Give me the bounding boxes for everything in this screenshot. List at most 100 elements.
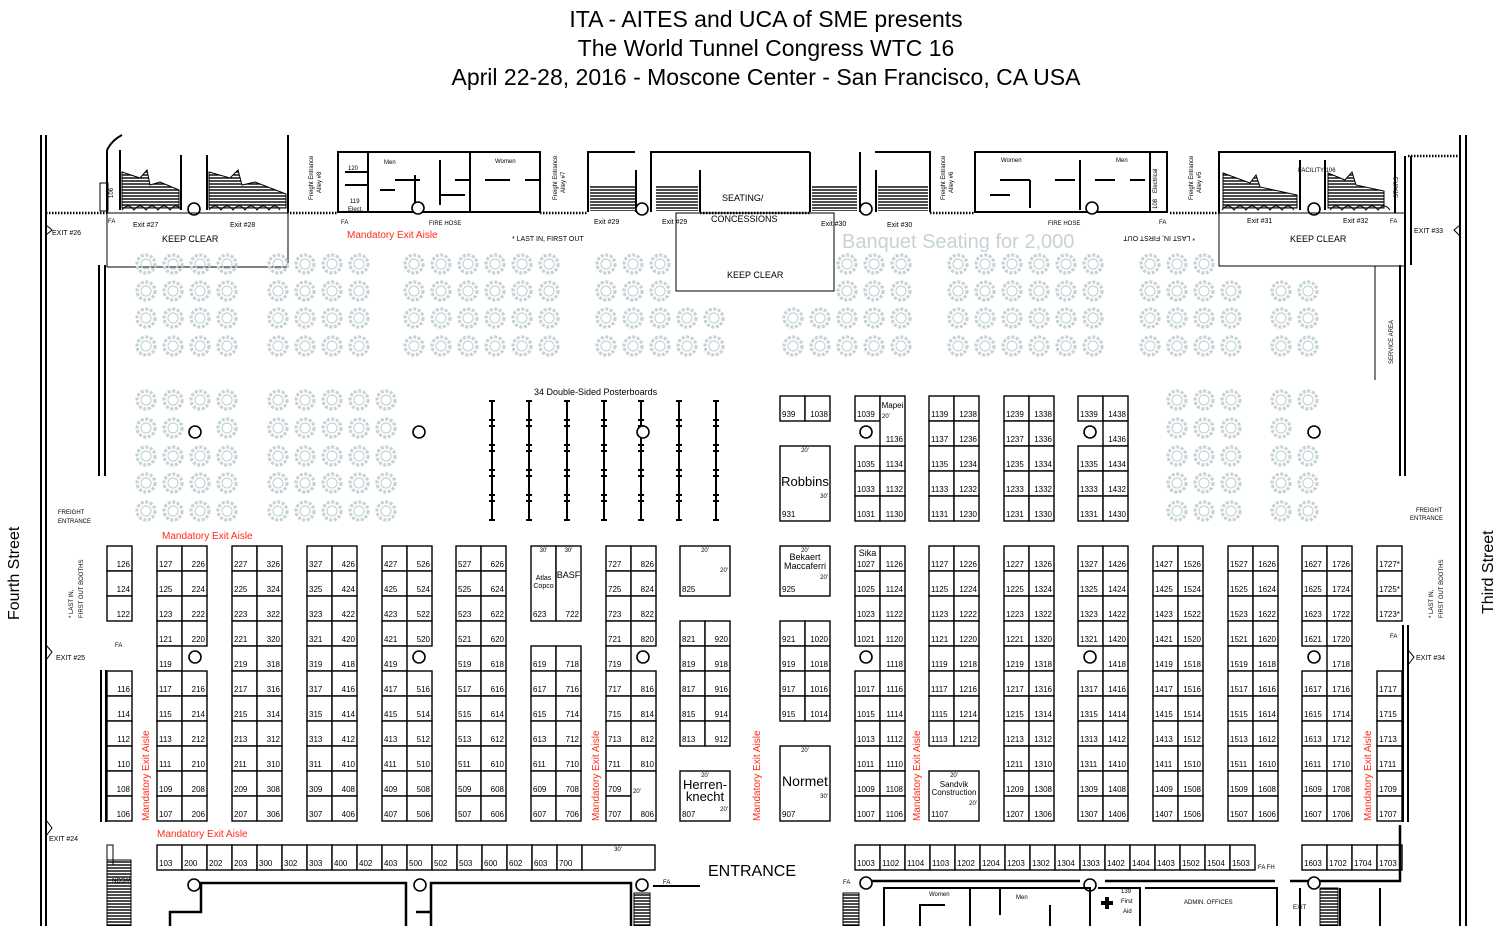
- booth[interactable]: 1525: [1227, 570, 1254, 597]
- booth[interactable]: 1615: [1301, 695, 1328, 722]
- booth[interactable]: 507: [455, 795, 482, 822]
- booth[interactable]: 400: [331, 844, 358, 871]
- booth[interactable]: 1527: [1227, 545, 1254, 572]
- booth[interactable]: 600: [481, 844, 508, 871]
- booth[interactable]: 824: [630, 570, 657, 597]
- booth[interactable]: 819: [679, 645, 706, 672]
- booth[interactable]: 820: [630, 620, 657, 647]
- booth[interactable]: 1303: [1079, 844, 1106, 871]
- booth[interactable]: 1508: [1177, 770, 1204, 797]
- booth[interactable]: 1402: [1104, 844, 1131, 871]
- booth[interactable]: 1417: [1152, 670, 1179, 697]
- booth[interactable]: 222: [181, 595, 208, 622]
- booth[interactable]: 626: [480, 545, 507, 572]
- booth[interactable]: 1503: [1229, 844, 1256, 871]
- booth[interactable]: 1423: [1152, 595, 1179, 622]
- booth[interactable]: 1213: [1003, 720, 1030, 747]
- booth[interactable]: 1119: [928, 645, 955, 672]
- booth[interactable]: 406: [331, 795, 358, 822]
- booth[interactable]: 1207: [1003, 795, 1030, 822]
- booth[interactable]: 215: [231, 695, 258, 722]
- booth[interactable]: 203: [231, 844, 258, 871]
- booth[interactable]: 300: [256, 844, 283, 871]
- booth[interactable]: 119: [156, 645, 183, 672]
- booth[interactable]: 612: [480, 720, 507, 747]
- booth[interactable]: 1013: [854, 720, 881, 747]
- booth[interactable]: 1113: [928, 720, 955, 747]
- booth[interactable]: 1035: [854, 445, 881, 472]
- booth[interactable]: 1235: [1003, 445, 1030, 472]
- booth[interactable]: 311: [306, 745, 333, 772]
- booth[interactable]: 1715: [1376, 695, 1403, 722]
- booth[interactable]: 1410: [1102, 745, 1129, 772]
- booth[interactable]: 1713: [1376, 720, 1403, 747]
- booth[interactable]: 622: [480, 595, 507, 622]
- booth[interactable]: 1313: [1077, 720, 1104, 747]
- booth[interactable]: 602: [506, 844, 533, 871]
- booth[interactable]: 113: [156, 720, 183, 747]
- booth[interactable]: 1306: [1028, 795, 1055, 822]
- booth[interactable]: 107: [156, 795, 183, 822]
- booth[interactable]: 716: [555, 670, 582, 697]
- booth[interactable]: 1226: [953, 545, 980, 572]
- booth[interactable]: 310: [256, 745, 283, 772]
- booth[interactable]: 611: [530, 745, 557, 772]
- booth[interactable]: 1220: [953, 620, 980, 647]
- booth[interactable]: 1137: [928, 420, 955, 447]
- booth[interactable]: 417: [381, 670, 408, 697]
- booth[interactable]: 1038: [804, 395, 831, 422]
- booth[interactable]: 1608: [1252, 770, 1279, 797]
- booth[interactable]: 1118: [879, 645, 906, 672]
- booth[interactable]: 112: [106, 720, 133, 747]
- booth[interactable]: 1023: [854, 595, 881, 622]
- booth[interactable]: 409: [381, 770, 408, 797]
- booth[interactable]: 514: [406, 695, 433, 722]
- booth[interactable]: 1524: [1177, 570, 1204, 597]
- booth[interactable]: 1720: [1326, 620, 1353, 647]
- booth[interactable]: 226: [181, 545, 208, 572]
- booth[interactable]: 1407: [1152, 795, 1179, 822]
- booth[interactable]: 1225: [1003, 570, 1030, 597]
- booth[interactable]: 225: [231, 570, 258, 597]
- booth[interactable]: 1121: [928, 620, 955, 647]
- booth[interactable]: 1127: [928, 545, 955, 572]
- booth[interactable]: 1623: [1301, 595, 1328, 622]
- booth[interactable]: 418: [331, 645, 358, 672]
- booth[interactable]: 517: [455, 670, 482, 697]
- booth[interactable]: 1304: [1054, 844, 1081, 871]
- booth[interactable]: 1203: [1004, 844, 1031, 871]
- booth[interactable]: 208: [181, 770, 208, 797]
- booth[interactable]: 511: [455, 745, 482, 772]
- booth[interactable]: 1609: [1301, 770, 1328, 797]
- booth[interactable]: 1320: [1028, 620, 1055, 647]
- booth[interactable]: 109: [156, 770, 183, 797]
- booth[interactable]: 1219: [1003, 645, 1030, 672]
- booth[interactable]: 127: [156, 545, 183, 572]
- booth[interactable]: 1215: [1003, 695, 1030, 722]
- booth[interactable]: 723: [605, 595, 632, 622]
- booth[interactable]: 522: [406, 595, 433, 622]
- booth[interactable]: 610: [480, 745, 507, 772]
- booth[interactable]: 1520: [1177, 620, 1204, 647]
- booth[interactable]: 1512: [1177, 720, 1204, 747]
- booth[interactable]: 1432: [1102, 470, 1129, 497]
- booth[interactable]: 708: [555, 770, 582, 797]
- booth[interactable]: 719: [605, 645, 632, 672]
- booth[interactable]: 322: [256, 595, 283, 622]
- booth[interactable]: 1338: [1028, 395, 1055, 422]
- booth[interactable]: 618: [480, 645, 507, 672]
- booth[interactable]: 502: [431, 844, 458, 871]
- booth[interactable]: 1131: [928, 495, 955, 522]
- booth[interactable]: 615: [530, 695, 557, 722]
- booth[interactable]: 1104: [904, 844, 931, 871]
- booth[interactable]: 939: [779, 395, 806, 422]
- booth[interactable]: 1230: [953, 495, 980, 522]
- booth[interactable]: 1620: [1252, 620, 1279, 647]
- booth[interactable]: 214: [181, 695, 208, 722]
- booth[interactable]: 308: [256, 770, 283, 797]
- booth[interactable]: 1718: [1326, 645, 1353, 672]
- booth[interactable]: 324: [256, 570, 283, 597]
- booth[interactable]: 914: [704, 695, 731, 722]
